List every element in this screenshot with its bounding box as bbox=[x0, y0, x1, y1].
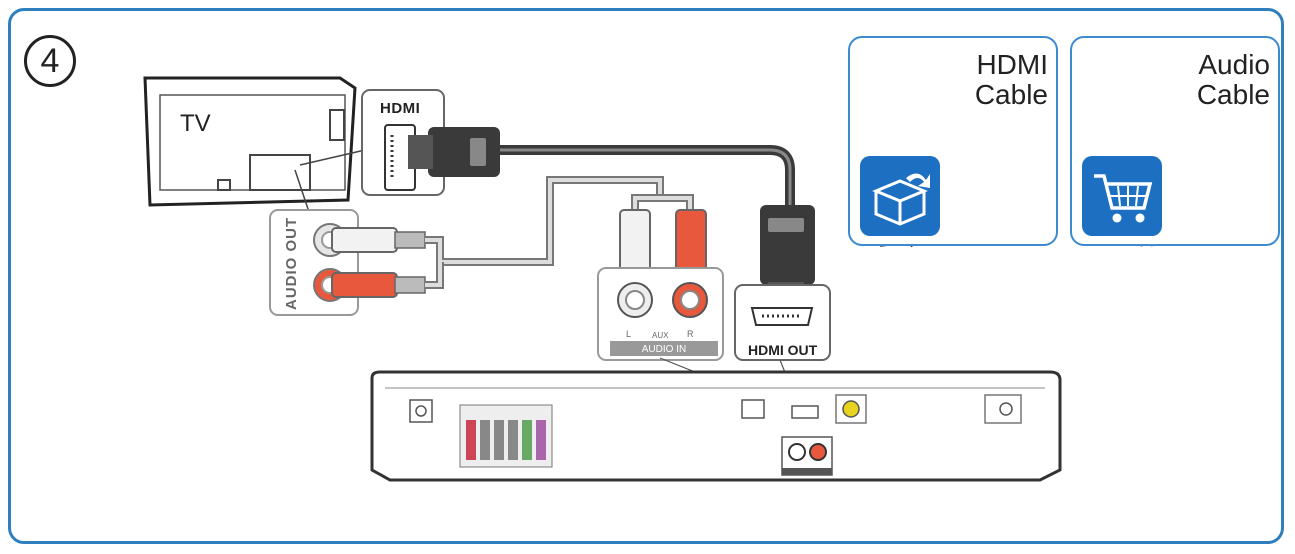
audio-cable-panel: Audio Cable bbox=[1070, 36, 1280, 246]
hdmi-cable-panel: HDMI Cable bbox=[848, 36, 1058, 246]
aux-right-label: R bbox=[687, 329, 694, 339]
hdmi-cable-title-line2: Cable bbox=[974, 79, 1048, 110]
audio-cable-title-line1: Audio bbox=[1198, 49, 1270, 80]
cart-icon bbox=[1082, 156, 1162, 236]
audio-cable-title: Audio Cable bbox=[1197, 50, 1270, 110]
audio-cable-title-line2: Cable bbox=[1196, 79, 1270, 110]
step-number: 4 bbox=[24, 35, 76, 87]
aux-left-label: L bbox=[626, 329, 632, 339]
tv-label: TV bbox=[180, 110, 211, 137]
home-theater-unit bbox=[370, 357, 1062, 482]
audio-cable bbox=[425, 176, 707, 289]
box-icon bbox=[860, 156, 940, 236]
hdmi-out-port bbox=[734, 284, 831, 361]
audio-in-label: AUDIO IN bbox=[641, 344, 687, 355]
hdmi-cable-title: HDMI Cable bbox=[975, 50, 1048, 110]
aux-label: AUX bbox=[652, 331, 669, 340]
tv-audio-out-label: AUDIO OUT bbox=[283, 216, 300, 310]
tv-hdmi-label: HDMI bbox=[380, 100, 421, 117]
hdmi-out-label: HDMI OUT bbox=[748, 342, 818, 358]
tv bbox=[143, 76, 366, 216]
tv-audio-out-port bbox=[269, 209, 426, 316]
hdmi-cable-title-line1: HDMI bbox=[976, 49, 1048, 80]
hdmi-cable bbox=[408, 127, 815, 310]
audio-in-port bbox=[597, 267, 724, 361]
